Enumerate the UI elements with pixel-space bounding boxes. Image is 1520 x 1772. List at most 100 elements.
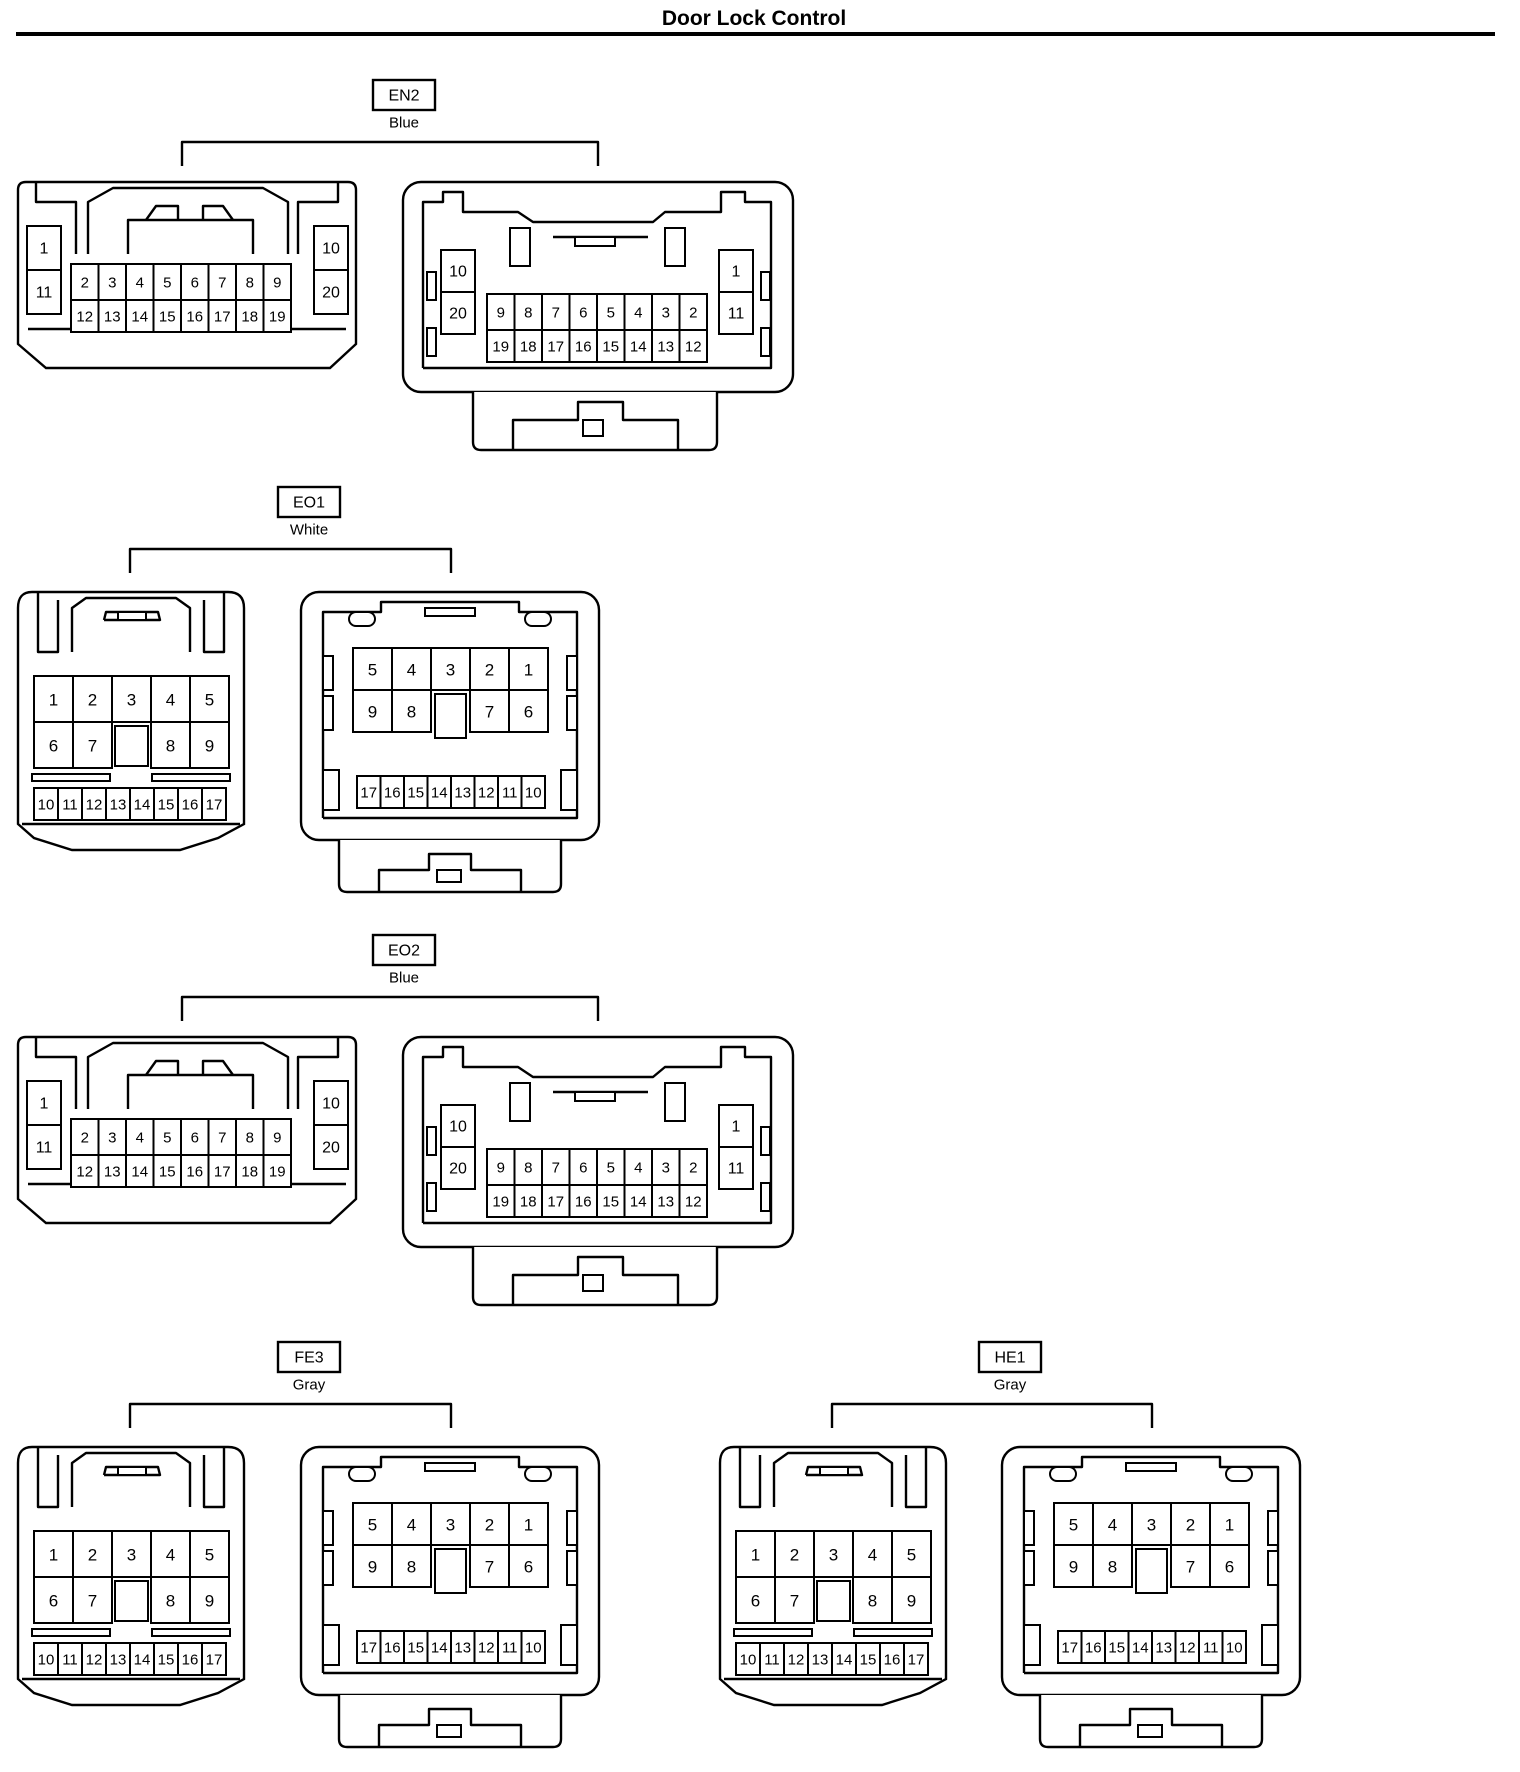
connector-bracket <box>128 1402 453 1428</box>
pin-number: 3 <box>662 305 670 322</box>
pin-number: 7 <box>1186 1558 1195 1577</box>
pin-number: 10 <box>525 785 542 802</box>
pin-number: 19 <box>492 339 509 356</box>
connector-code-box <box>276 1340 342 1374</box>
connector-inner-shell <box>321 600 579 820</box>
pin-cavity <box>678 329 708 363</box>
pin-cavity <box>718 1146 754 1190</box>
pin-cavity <box>1092 1544 1133 1588</box>
pin-number: 10 <box>322 1096 340 1113</box>
pin-number: 19 <box>269 309 286 326</box>
pin-number: 17 <box>547 1194 564 1211</box>
lock-tab <box>436 869 462 883</box>
pin-number: 11 <box>36 285 53 302</box>
pin-number: 1 <box>49 691 58 710</box>
pin-cavity <box>189 721 230 769</box>
pin-cavity <box>430 1502 471 1546</box>
pin-number: 7 <box>218 275 226 292</box>
connector-color: Gray <box>293 1377 326 1394</box>
guide-hole <box>524 1466 552 1482</box>
pin-number: 10 <box>525 1640 542 1657</box>
pin-number: 16 <box>182 1652 199 1669</box>
pin-number: 4 <box>407 661 416 680</box>
pin-cavity <box>520 775 546 809</box>
pin-cavity <box>235 1154 265 1188</box>
guide-hole <box>1049 1466 1077 1482</box>
pin-number: 6 <box>524 703 533 722</box>
empty-cavity <box>114 1580 149 1622</box>
guide-slot <box>664 227 686 267</box>
latch-outline <box>296 182 340 254</box>
pin-number: 20 <box>322 1140 340 1157</box>
pin-cavity <box>391 1544 432 1588</box>
pin-number: 5 <box>607 1160 615 1177</box>
latch-outline <box>34 1037 78 1109</box>
pin-number: 8 <box>246 1130 254 1147</box>
lock-tab <box>145 1059 180 1076</box>
pin-number: 4 <box>634 305 642 322</box>
pin-cavity <box>33 787 59 821</box>
guide-slot <box>664 1082 686 1122</box>
pin-number: 7 <box>552 1160 560 1177</box>
pin-cavity <box>1170 1544 1211 1588</box>
pin-number: 9 <box>907 1592 916 1611</box>
pin-number: 6 <box>524 1558 533 1577</box>
pin-number: 13 <box>657 339 674 356</box>
pin-number: 17 <box>1061 1640 1078 1657</box>
empty-cavity <box>434 693 467 739</box>
lock-arm <box>377 852 523 892</box>
side-rib <box>566 1550 578 1586</box>
lock-tab <box>145 204 180 221</box>
side-rib <box>566 655 578 691</box>
pin-cavity <box>189 675 230 723</box>
pin-number: 11 <box>62 1652 78 1669</box>
pin-number: 1 <box>732 1119 741 1136</box>
pin-number: 12 <box>76 309 93 326</box>
pin-number: 16 <box>182 797 199 814</box>
pin-cavity <box>70 1118 100 1156</box>
pin-number: 9 <box>205 1592 214 1611</box>
pin-number: 10 <box>740 1652 757 1669</box>
connector-bracket <box>128 547 453 573</box>
connector-code: EO2 <box>388 943 420 960</box>
pin-cavity <box>678 1184 708 1218</box>
pin-number: 9 <box>368 703 377 722</box>
pin-number: 1 <box>751 1546 760 1565</box>
pin-cavity <box>105 787 131 821</box>
side-rib <box>426 1182 437 1212</box>
pin-number: 3 <box>446 1516 455 1535</box>
pin-cavity <box>813 1530 854 1578</box>
side-rib <box>1261 1624 1279 1666</box>
connector-lock-housing <box>337 840 563 894</box>
pin-number: 5 <box>1069 1516 1078 1535</box>
lock-tab <box>117 1466 147 1476</box>
pin-cavity <box>262 1154 292 1188</box>
lock-tab <box>1137 1724 1163 1738</box>
pin-number: 18 <box>520 1194 537 1211</box>
pin-number: 12 <box>76 1164 93 1181</box>
latch-outline <box>738 1447 762 1509</box>
pin-cavity <box>486 1184 516 1218</box>
pin-number: 13 <box>454 785 471 802</box>
guide-rail <box>31 773 111 782</box>
pin-number: 5 <box>368 1516 377 1535</box>
pin-cavity <box>152 1154 182 1188</box>
latch-outline <box>34 182 78 254</box>
connector-color: Gray <box>994 1377 1027 1394</box>
pin-number: 12 <box>478 785 495 802</box>
pin-number: 12 <box>788 1652 805 1669</box>
key-rib <box>424 607 476 617</box>
pin-number: 16 <box>575 339 592 356</box>
key-rib <box>424 1462 476 1472</box>
pin-cavity <box>759 1642 785 1676</box>
lock-tab <box>436 1724 462 1738</box>
lock-arm <box>772 1451 894 1507</box>
pin-number: 18 <box>241 1164 258 1181</box>
pin-cavity <box>735 1642 761 1676</box>
guide-hole <box>1225 1466 1253 1482</box>
lock-arm <box>70 1451 192 1507</box>
pin-number: 11 <box>36 1140 53 1157</box>
connector-code-box <box>371 933 437 967</box>
pin-cavity <box>153 1642 179 1676</box>
